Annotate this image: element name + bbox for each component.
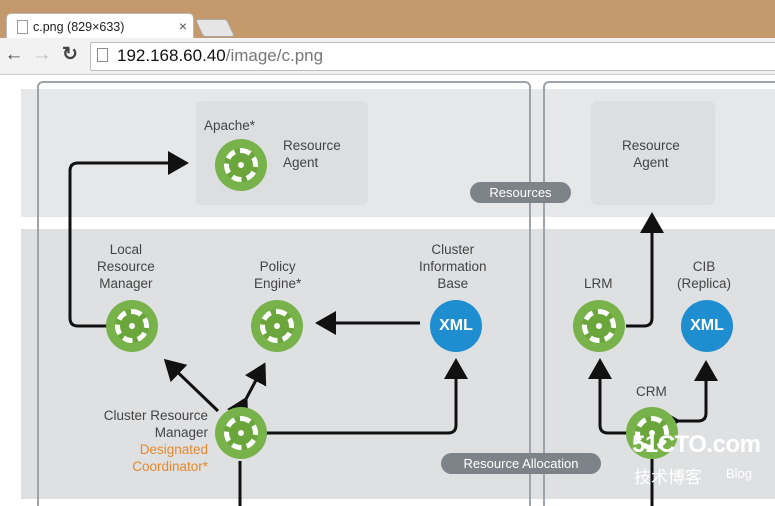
address-bar[interactable]: 192.168.60.40/image/c.png xyxy=(90,42,775,71)
resource-agent-label: Resource Agent xyxy=(283,138,341,170)
replica-lrm-label: LRM xyxy=(584,276,613,291)
watermark-subtitle: 技术博客 xyxy=(634,468,702,487)
url-text: 192.168.60.40/image/c.png xyxy=(117,46,323,66)
resource-allocation-pill: Resource Allocation xyxy=(441,453,601,474)
gear-icon xyxy=(573,300,625,352)
replica-node-frame xyxy=(543,81,775,506)
image-viewport: Apache* Resource Agent Local Resource Ma… xyxy=(0,75,775,506)
gear-icon xyxy=(251,300,303,352)
gear-icon xyxy=(106,300,158,352)
replica-cib-label: CIB (Replica) xyxy=(677,259,732,291)
page-icon xyxy=(97,48,108,62)
resources-pill: Resources xyxy=(470,182,571,203)
back-arrow-icon[interactable]: ← xyxy=(4,44,24,65)
gear-icon xyxy=(626,407,678,459)
url-path: /image/c.png xyxy=(225,46,324,65)
browser-tab[interactable]: c.png (829×633) × xyxy=(6,13,194,41)
replica-resource-agent-box xyxy=(591,101,715,205)
url-host: 192.168.60.40 xyxy=(117,46,226,65)
policy-engine-label: Policy Engine* xyxy=(254,259,302,291)
replica-resource-agent-label: Resource Agent xyxy=(622,138,680,170)
forward-arrow-icon[interactable]: → xyxy=(32,44,52,65)
diagram-arrows xyxy=(68,151,718,506)
cib-label: Cluster Information Base xyxy=(419,242,487,291)
page-icon xyxy=(17,20,28,34)
crm-label: Cluster Resource Manager xyxy=(103,408,208,440)
xml-icon: XML xyxy=(681,300,733,352)
lrm-label: Local Resource Manager xyxy=(97,242,155,291)
gear-icon xyxy=(215,139,267,191)
band-divider xyxy=(21,217,775,229)
replica-crm-label: CRM xyxy=(636,384,667,399)
cluster-node-frame xyxy=(37,81,531,506)
reload-icon[interactable]: ↻ xyxy=(62,44,78,65)
gear-icon xyxy=(215,407,267,459)
designated-coordinator-label: Designated Coordinator* xyxy=(132,442,208,474)
tab-title: c.png (829×633) xyxy=(33,20,125,34)
browser-toolbar: ← → ↻ 192.168.60.40/image/c.png xyxy=(0,38,775,75)
watermark-blog: Blog xyxy=(726,466,753,481)
close-tab-icon[interactable]: × xyxy=(178,18,187,34)
watermark-logo: 51CTO.com xyxy=(632,431,761,458)
apache-label: Apache* xyxy=(204,118,256,133)
xml-icon: XML xyxy=(430,300,482,352)
